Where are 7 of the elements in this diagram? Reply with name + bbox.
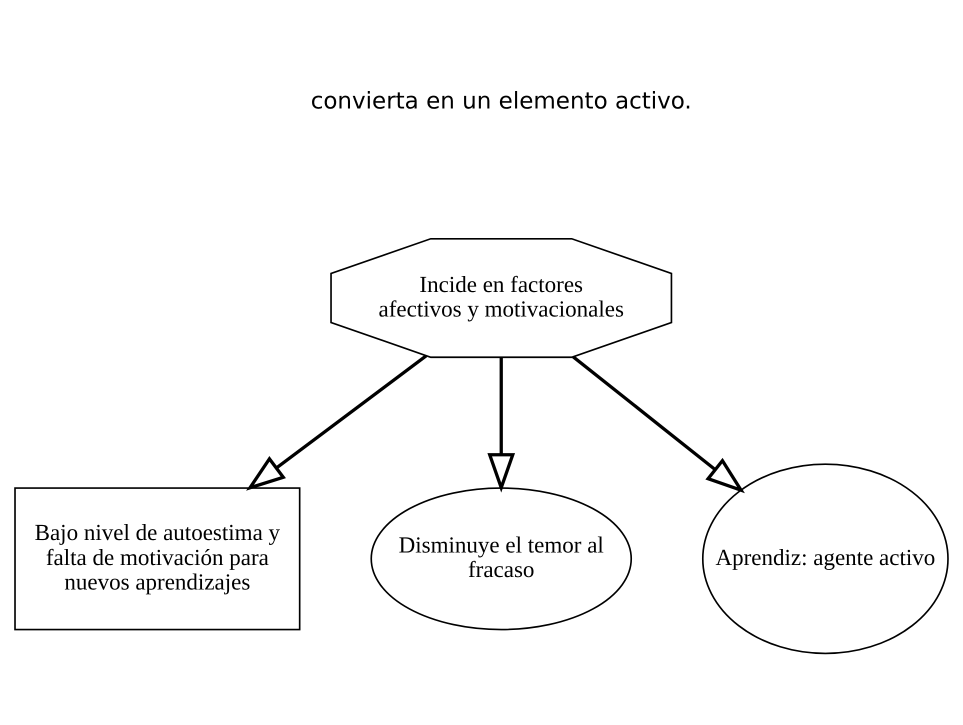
- node-ellipse: Aprendiz: agente activo: [702, 462, 949, 654]
- arrow: [246, 354, 428, 490]
- node-ellipse: Disminuye el temor al fracaso: [370, 486, 632, 630]
- arrow: [487, 356, 516, 492]
- arrow: [572, 355, 745, 493]
- label: convierta en un elemento activo.: [310, 88, 692, 114]
- node-box: Bajo nivel de autoestima y falta de motivación para nuevos aprendizajes: [14, 486, 300, 630]
